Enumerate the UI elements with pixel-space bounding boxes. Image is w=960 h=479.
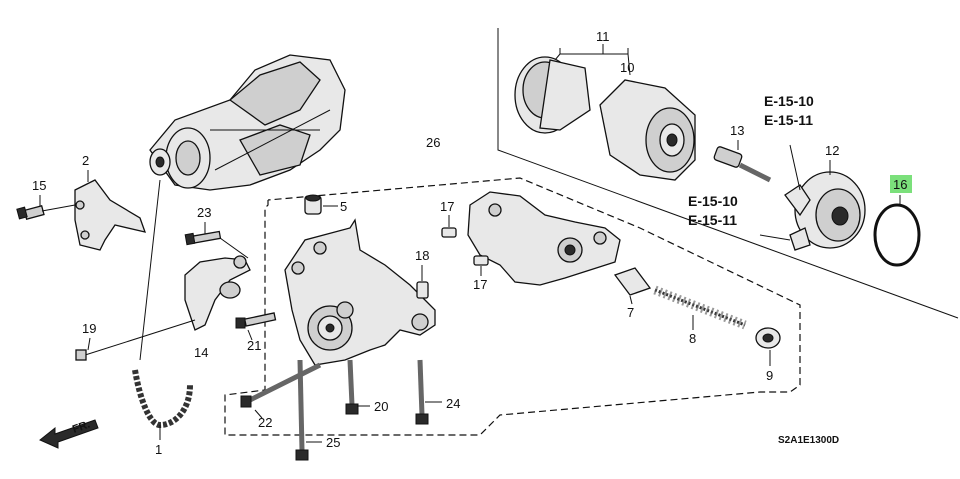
diagram-code: S2A1E1300D [778,435,839,446]
callout-22: 22 [258,415,272,430]
callout-2: 2 [82,153,89,168]
bolt-25 [295,359,309,461]
callout-14: 14 [194,345,208,360]
relief-plunger-7 [613,267,652,296]
callout-12: 12 [825,143,839,158]
bolt-19 [75,319,196,361]
dowel-18 [416,281,429,299]
bolt-22 [240,362,322,408]
reference-e-15-10-top: E-15-10 [764,93,814,109]
callout-7: 7 [627,305,634,320]
callout-24: 24 [446,396,460,411]
crankshaft [149,54,346,191]
timing-chain-1 [132,369,193,429]
front-direction-arrow [39,419,99,449]
callout-8: 8 [689,331,696,346]
o-ring-16 [873,203,921,267]
sealing-plug-9 [755,327,781,349]
oil-pump-group-outline [224,177,801,436]
bolt-23 [184,230,222,246]
collar-5 [304,194,322,215]
callout-10: 10 [620,60,634,75]
reference-e-15-11-mid: E-15-11 [688,212,737,228]
bracket-2 [74,179,147,251]
callout-11: 11 [596,29,610,44]
dowel-17b [473,255,489,266]
bolt-13 [713,146,772,183]
relief-spring-8 [653,285,747,330]
callout-25: 25 [326,435,340,450]
oil-filter-10 [599,79,696,181]
callout-23: 23 [197,205,211,220]
callout-16: 16 [893,177,907,192]
bolt-20 [345,359,359,415]
callout-highlight [890,175,912,193]
oil-pump-body [284,218,436,366]
direction-label: FR. [71,418,92,435]
callout-17a: 17 [440,199,454,214]
reference-e-15-11-top: E-15-11 [764,112,813,128]
bolt-24 [415,359,429,425]
filter-wrench-cap [514,56,591,134]
callout-9: 9 [766,368,773,383]
callout-17b: 17 [473,277,487,292]
oil-cooler-12 [784,171,866,251]
chain-tensioner-14 [184,255,251,331]
callout-13: 13 [730,123,744,138]
callout-21: 21 [247,338,261,353]
callout-26: 26 [426,135,440,150]
callout-1: 1 [155,442,162,457]
callout-5: 5 [340,199,347,214]
callout-18: 18 [415,248,429,263]
callout-20: 20 [374,399,388,414]
filter-group-border [497,28,959,319]
reference-e-15-10-mid: E-15-10 [688,193,738,209]
relief-valve-housing [467,191,621,286]
dowel-17a [441,227,457,238]
bolt-21 [235,312,277,329]
callout-19: 19 [82,321,96,336]
callout-15: 15 [32,178,46,193]
bolt-15 [16,205,45,220]
